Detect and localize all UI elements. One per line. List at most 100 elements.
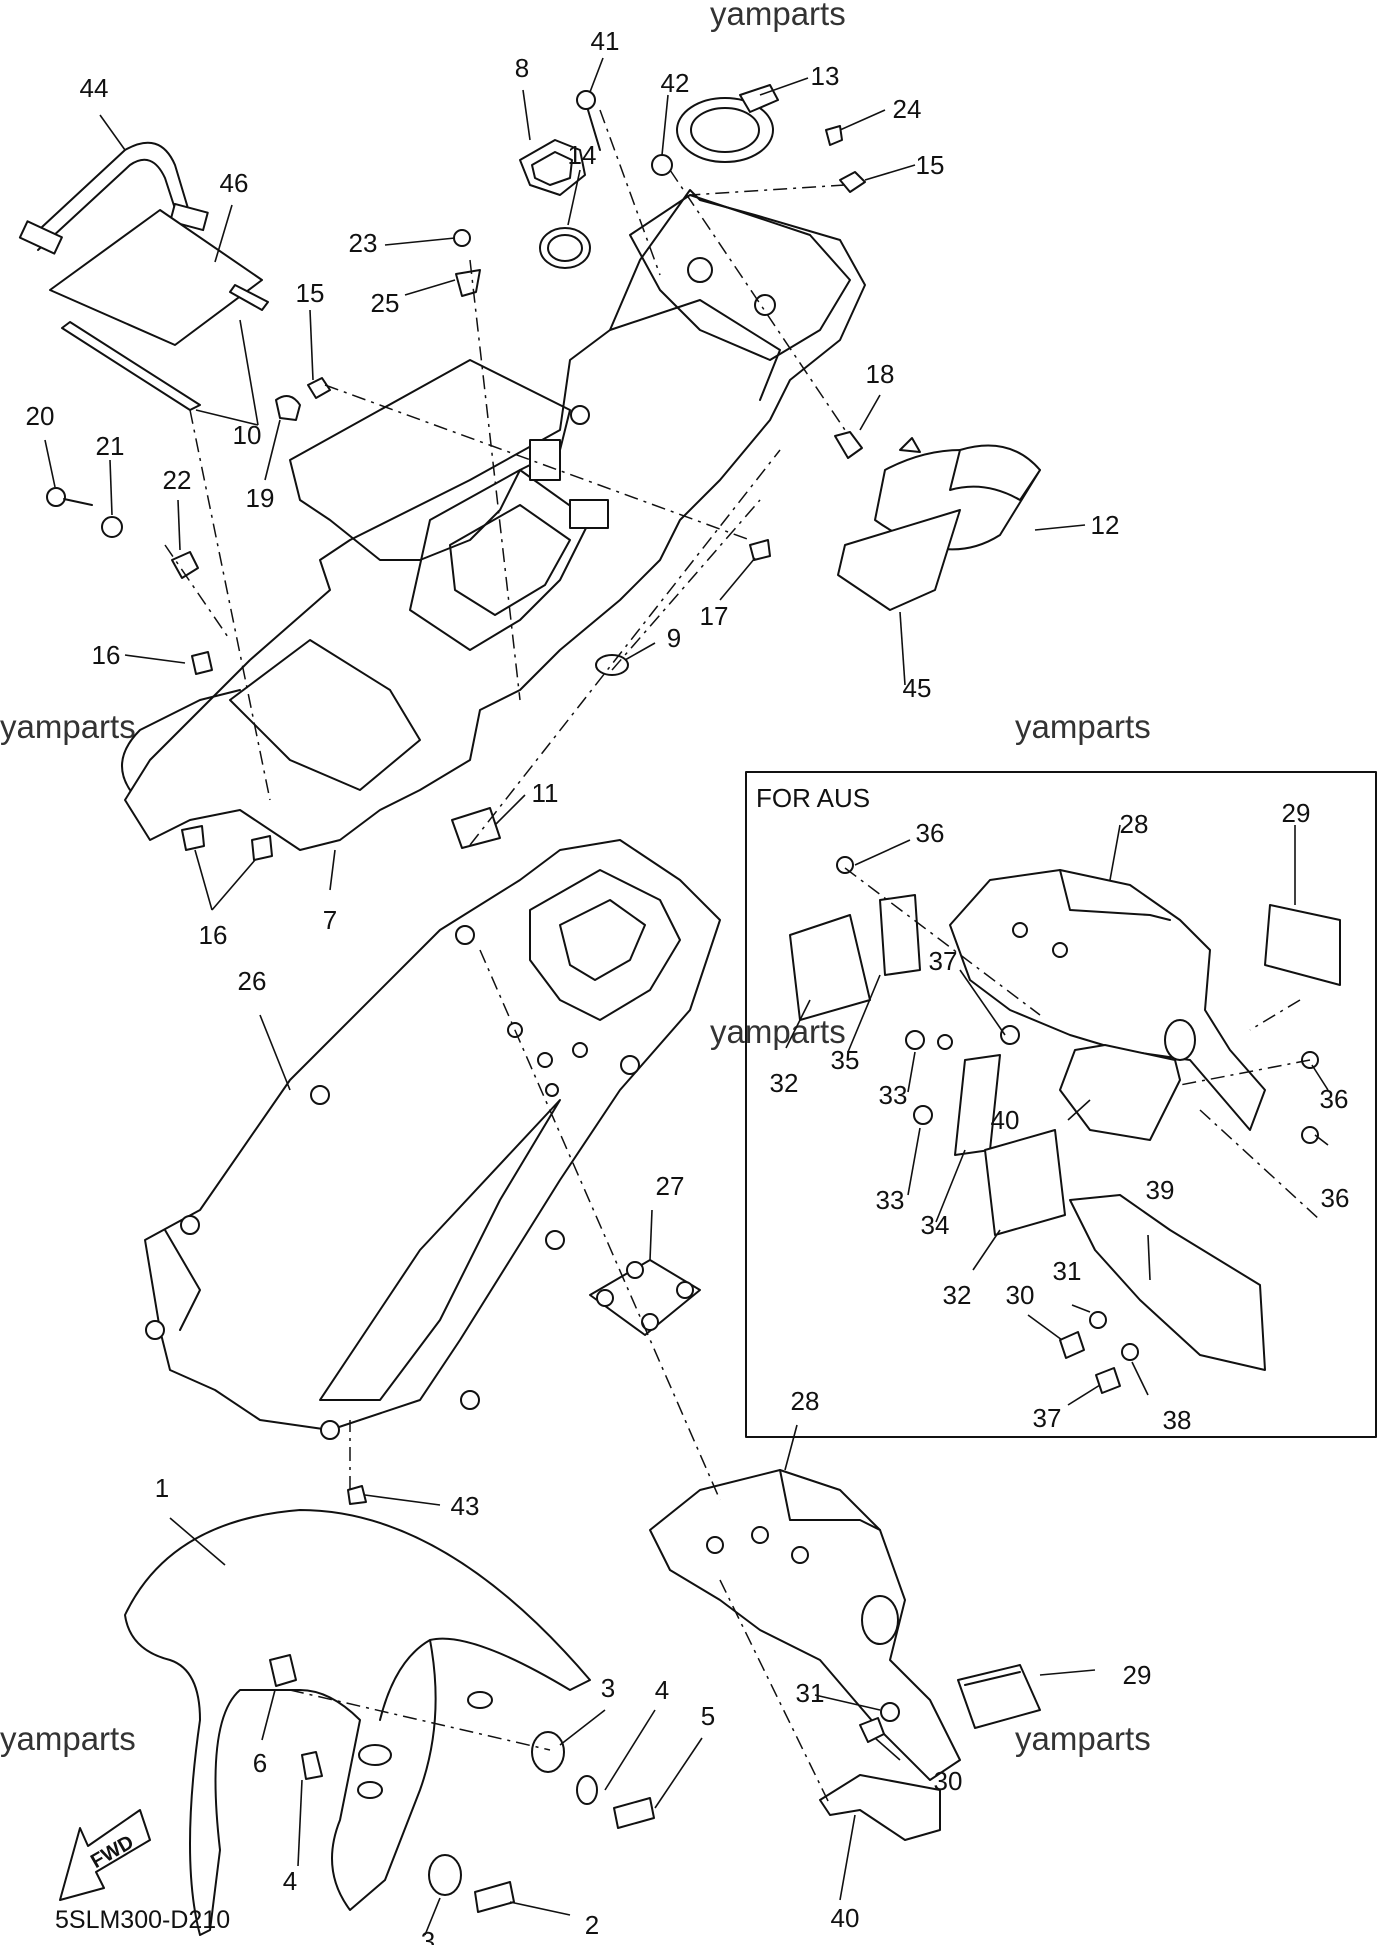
clip-18 xyxy=(834,431,863,459)
callout-7: 7 xyxy=(323,905,337,935)
callout-23: 23 xyxy=(349,228,378,258)
inset-nut-33-a xyxy=(905,1030,925,1050)
inset-bracket-28 xyxy=(949,869,1266,1131)
nut-30 xyxy=(859,1717,885,1743)
callout-20: 20 xyxy=(26,401,55,431)
washer-21 xyxy=(101,516,123,538)
callout-32-inset-a: 32 xyxy=(770,1068,799,1098)
callout-29: 29 xyxy=(1123,1660,1152,1690)
washer-31 xyxy=(880,1702,900,1722)
callout-44: 44 xyxy=(80,73,109,103)
nut-16-lower xyxy=(181,825,205,851)
callout-33-inset-b: 33 xyxy=(876,1185,905,1215)
callout-1: 1 xyxy=(155,1473,169,1503)
inset-washer-31 xyxy=(1089,1311,1107,1329)
watermark-left-lower: yamparts xyxy=(0,1720,136,1757)
inset-bracket-40 xyxy=(1059,1044,1181,1141)
callout-4-bottom: 4 xyxy=(283,1866,297,1896)
callout-14: 14 xyxy=(568,140,597,170)
callout-33-inset-a: 33 xyxy=(879,1080,908,1110)
watermark-right-upper: yamparts xyxy=(1015,708,1151,745)
callout-26: 26 xyxy=(238,966,267,996)
callout-36-inset-mid: 36 xyxy=(1320,1084,1349,1114)
screw-43 xyxy=(347,1485,367,1505)
watermark-left-upper: yamparts xyxy=(0,708,136,745)
inset-reflector-32-bottom xyxy=(984,1129,1066,1236)
front-fender xyxy=(124,1509,591,1936)
inset-reflector-32-top xyxy=(789,914,871,1021)
callout-18: 18 xyxy=(866,359,895,389)
cap-9 xyxy=(595,654,629,676)
inset-nut-30 xyxy=(1059,1331,1085,1359)
callout-3-bottom: 3 xyxy=(421,1926,435,1945)
callout-43: 43 xyxy=(451,1491,480,1521)
callout-46: 46 xyxy=(220,168,249,198)
grommet-42 xyxy=(651,154,673,176)
callout-17: 17 xyxy=(700,601,729,631)
callout-29-inset: 29 xyxy=(1282,798,1311,828)
inset-bolt-36-a xyxy=(836,856,854,874)
seat-cover-12 xyxy=(837,437,1041,611)
callout-25: 25 xyxy=(371,288,400,318)
watermark-top: yamparts xyxy=(710,0,846,32)
callout-19: 19 xyxy=(246,483,275,513)
callout-21: 21 xyxy=(96,431,125,461)
inset-title: FOR AUS xyxy=(756,783,870,813)
key-holder-13 xyxy=(676,84,779,163)
callout-11: 11 xyxy=(532,778,559,808)
callout-16-upper: 16 xyxy=(92,640,121,670)
screw-24 xyxy=(825,125,843,146)
callout-13: 13 xyxy=(811,61,840,91)
inset-reflector-29 xyxy=(1264,904,1341,986)
callout-16-lower: 16 xyxy=(199,920,228,950)
watermark-right-lower: yamparts xyxy=(1015,1720,1151,1757)
callout-34-inset: 34 xyxy=(921,1210,950,1240)
inset-washer-38 xyxy=(1121,1343,1139,1361)
nut-22 xyxy=(171,551,199,579)
callout-leaders xyxy=(44,57,1329,1936)
for-aus-inset: FOR AUS xyxy=(745,771,1377,1438)
callout-27: 27 xyxy=(656,1171,685,1201)
clip-19 xyxy=(275,395,301,421)
callout-15-top: 15 xyxy=(916,150,945,180)
bolt-20 xyxy=(46,487,93,507)
rear-fender-frame xyxy=(121,189,866,851)
rivet-25 xyxy=(455,269,481,297)
front-fender-hardware xyxy=(269,1654,655,1913)
callout-12: 12 xyxy=(1091,510,1120,540)
assembly-lines xyxy=(164,109,1321,1806)
callout-30: 30 xyxy=(934,1766,963,1796)
callout-labels: 44 46 8 41 42 13 24 15 14 23 25 15 10 19… xyxy=(26,26,1350,1945)
damper-11 xyxy=(451,807,501,849)
callout-40: 40 xyxy=(831,1903,860,1933)
sheet xyxy=(49,209,263,346)
nut-17 xyxy=(749,539,771,561)
callout-8: 8 xyxy=(515,53,529,83)
callout-37-inset-b: 37 xyxy=(1033,1403,1062,1433)
callout-36-inset-top: 36 xyxy=(916,818,945,848)
callout-4-top: 4 xyxy=(655,1675,669,1705)
nut-16 xyxy=(191,651,213,675)
inset-stay-35 xyxy=(879,894,921,976)
inset-nut-37-a xyxy=(1000,1025,1020,1045)
bracket-40 xyxy=(819,1774,941,1841)
inset-nut-33-b xyxy=(913,1105,933,1125)
callout-42: 42 xyxy=(661,68,690,98)
callout-3-top: 3 xyxy=(601,1673,615,1703)
nut-15-top xyxy=(839,171,866,193)
callout-45: 45 xyxy=(903,673,932,703)
callout-32-inset-b: 32 xyxy=(943,1280,972,1310)
nut-16-lower-b xyxy=(251,835,273,861)
callout-41: 41 xyxy=(591,26,620,56)
callout-28-inset: 28 xyxy=(1120,809,1149,839)
callout-31-inset: 31 xyxy=(1053,1256,1082,1286)
license-bracket-28 xyxy=(649,1469,961,1781)
callout-31: 31 xyxy=(796,1678,825,1708)
reflector-29 xyxy=(957,1664,1041,1729)
callout-40-inset: 40 xyxy=(991,1105,1020,1135)
callout-36-inset-bottom: 36 xyxy=(1321,1183,1350,1213)
callout-10: 10 xyxy=(233,420,262,450)
inset-bolt-36-c xyxy=(1301,1126,1319,1144)
callout-37-inset: 37 xyxy=(929,946,958,976)
